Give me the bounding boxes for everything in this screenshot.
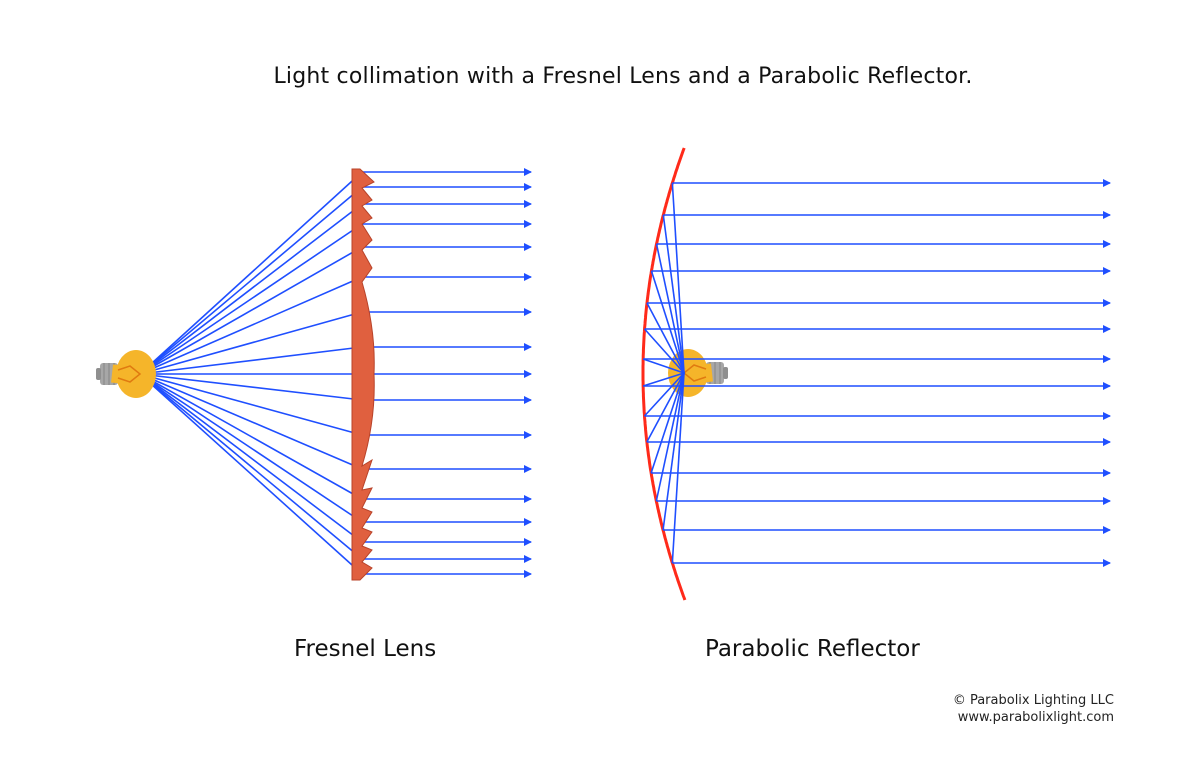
- parabolic-ray-incident: [643, 328, 685, 374]
- fresnel-ray: [139, 168, 532, 375]
- fresnel-ray: [139, 373, 532, 439]
- fresnel-lens-caption: Fresnel Lens: [294, 636, 437, 662]
- bulb-neck: [701, 363, 713, 383]
- fresnel-ray: [139, 373, 532, 578]
- fresnel-lens-body: [351, 168, 375, 581]
- bulb-tip: [723, 367, 728, 379]
- fresnel-ray: [139, 373, 532, 404]
- parabolic-ray: [646, 299, 1111, 374]
- parabolic-ray: [642, 355, 1111, 374]
- fresnel-ray-incident: [139, 203, 363, 375]
- fresnel-ray-incident: [139, 373, 363, 575]
- fresnel-ray: [139, 373, 532, 526]
- bulb-glass: [116, 350, 156, 398]
- parabolic-ray: [646, 372, 1111, 446]
- parabolic-ray: [671, 179, 1111, 374]
- fresnel-ray-incident: [139, 276, 363, 375]
- fresnel-ray-incident: [139, 186, 363, 375]
- fresnel-ray: [139, 373, 532, 546]
- fresnel-ray-incident: [139, 373, 363, 470]
- fresnel-ray: [139, 273, 532, 375]
- parabolic-rays: [642, 179, 1111, 567]
- parabolic-ray: [655, 240, 1111, 374]
- fresnel-ray-incident: [139, 246, 363, 375]
- parabolic-ray: [662, 372, 1111, 534]
- parabolic-ray: [642, 372, 1111, 390]
- parabolic-reflector-curve: [641, 147, 687, 601]
- parabolic-ray-incident: [655, 372, 685, 502]
- fresnel-ray-incident: [139, 373, 363, 523]
- fresnel-ray-incident: [139, 373, 363, 436]
- fresnel-lens: [351, 168, 375, 581]
- fresnel-ray-incident: [139, 311, 363, 375]
- fresnel-ray: [139, 308, 532, 375]
- parabolic-ray: [655, 372, 1111, 505]
- parabolic-ray-incident: [642, 372, 685, 387]
- light-bulb-icon: [96, 350, 156, 398]
- parabolic-ray-incident: [650, 372, 685, 474]
- diagram-title: Light collimation with a Fresnel Lens an…: [273, 64, 973, 89]
- parabolic-ray: [643, 325, 1111, 374]
- parabolic-ray-incident: [642, 358, 685, 374]
- fresnel-ray-incident: [139, 171, 363, 375]
- parabolic-ray: [650, 372, 1111, 477]
- fresnel-ray: [139, 220, 532, 375]
- bulb-filament: [117, 365, 142, 383]
- parabolic-ray: [650, 267, 1111, 374]
- parabolic-ray-incident: [662, 214, 685, 374]
- parabolic-ray-incident: [643, 372, 685, 417]
- fresnel-ray: [139, 373, 532, 473]
- parabolic-ray-incident: [655, 243, 685, 374]
- fresnel-rays: [139, 168, 532, 578]
- parabolic-ray-incident: [662, 372, 685, 531]
- parabolic-ray-incident: [650, 270, 685, 374]
- light-bulb-icon: [668, 349, 728, 397]
- fresnel-ray: [139, 373, 532, 563]
- fresnel-ray-incident: [139, 346, 363, 375]
- fresnel-ray-incident: [139, 373, 363, 401]
- fresnel-ray-incident: [139, 373, 363, 560]
- parabolic-reflector-caption: Parabolic Reflector: [705, 636, 920, 662]
- parabolic-ray-incident: [671, 372, 685, 564]
- parabolic-ray: [643, 372, 1111, 420]
- parabolic-ray-incident: [646, 372, 685, 443]
- fresnel-ray-incident: [139, 373, 363, 500]
- fresnel-ray: [139, 183, 532, 375]
- bulb-neck: [111, 364, 123, 384]
- parabolic-ray: [671, 372, 1111, 567]
- fresnel-ray: [139, 373, 532, 503]
- fresnel-ray-incident: [139, 373, 363, 543]
- website-text: www.parabolixlight.com: [957, 710, 1114, 725]
- copyright-text: © Parabolix Lighting LLC: [952, 693, 1114, 708]
- parabolic-ray-incident: [646, 302, 685, 374]
- parabolic-ray: [662, 211, 1111, 374]
- fresnel-ray-incident: [139, 223, 363, 375]
- bulb-tip: [96, 368, 101, 380]
- fresnel-ray: [139, 200, 532, 375]
- fresnel-ray: [139, 343, 532, 375]
- fresnel-ray: [139, 243, 532, 375]
